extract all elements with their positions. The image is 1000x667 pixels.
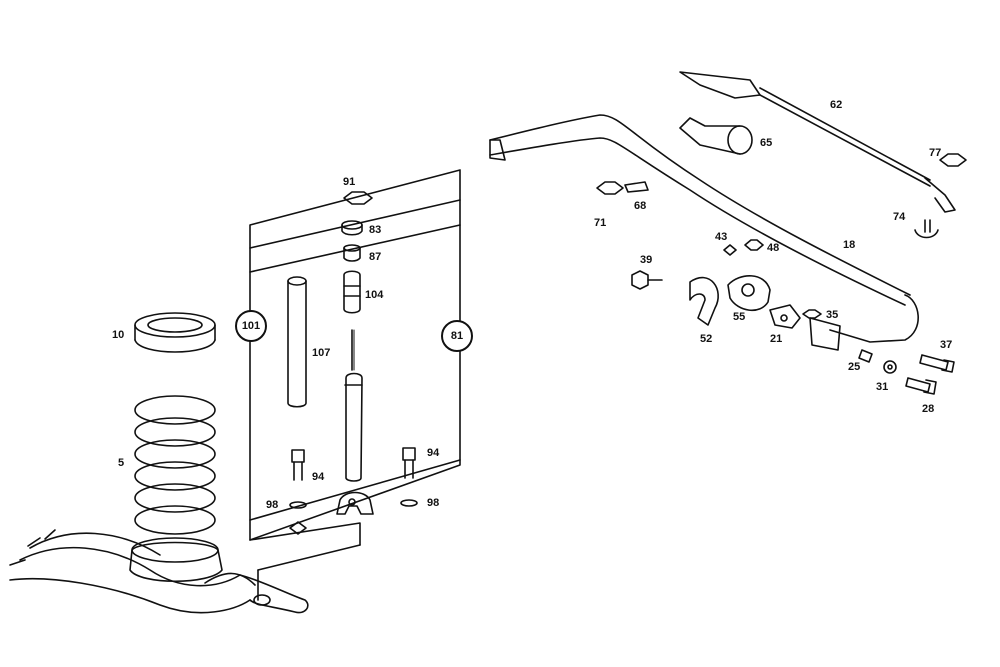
part-label-55: 55 [733, 311, 746, 323]
part-label-94-right: 94 [427, 447, 440, 459]
part-label-68: 68 [634, 200, 647, 212]
part-label-43: 43 [715, 231, 728, 243]
part-label-107: 107 [312, 347, 331, 359]
part-label-5: 5 [118, 457, 125, 469]
group-marker-101: 101 [235, 310, 267, 342]
coil-spring-drawing [129, 395, 223, 582]
part-label-39: 39 [640, 254, 653, 266]
shock-absorber-drawing [336, 329, 374, 515]
shock-absorber-frame [249, 169, 461, 601]
part-label-65: 65 [760, 137, 773, 149]
link-rod-drawing [679, 71, 967, 239]
part-label-10: 10 [112, 329, 125, 341]
rubber-mount-drawing [679, 117, 753, 155]
part-label-62: 62 [830, 99, 843, 111]
top-mount-parts-drawing [341, 191, 373, 314]
part-label-71: 71 [594, 217, 607, 229]
spring-pad-drawing [134, 312, 216, 353]
part-label-52: 52 [700, 333, 713, 345]
part-label-18: 18 [843, 239, 856, 251]
part-label-77: 77 [929, 147, 942, 159]
part-label-104: 104 [365, 289, 384, 301]
protective-tube-drawing [287, 276, 307, 408]
part-label-48: 48 [767, 242, 780, 254]
lower-control-arm-drawing [9, 529, 309, 614]
clamp-bushing-drawing [596, 181, 822, 329]
bolt-hardware-right [400, 447, 418, 507]
part-label-98-left: 98 [266, 499, 279, 511]
part-label-98-right: 98 [427, 497, 440, 509]
part-label-37: 37 [940, 339, 953, 351]
part-label-35: 35 [826, 309, 839, 321]
group-marker-81: 81 [441, 320, 473, 352]
part-label-83: 83 [369, 224, 382, 236]
part-label-87: 87 [369, 251, 382, 263]
stabilizer-bar-drawing [489, 114, 919, 351]
part-label-91: 91 [343, 176, 356, 188]
part-label-94-left: 94 [312, 471, 325, 483]
part-label-31: 31 [876, 381, 889, 393]
part-label-74: 74 [893, 211, 906, 223]
mount-bolts-drawing [858, 349, 955, 395]
part-label-28: 28 [922, 403, 935, 415]
bolt-hardware-left [289, 449, 307, 535]
part-label-25: 25 [848, 361, 861, 373]
part-label-21: 21 [770, 333, 783, 345]
